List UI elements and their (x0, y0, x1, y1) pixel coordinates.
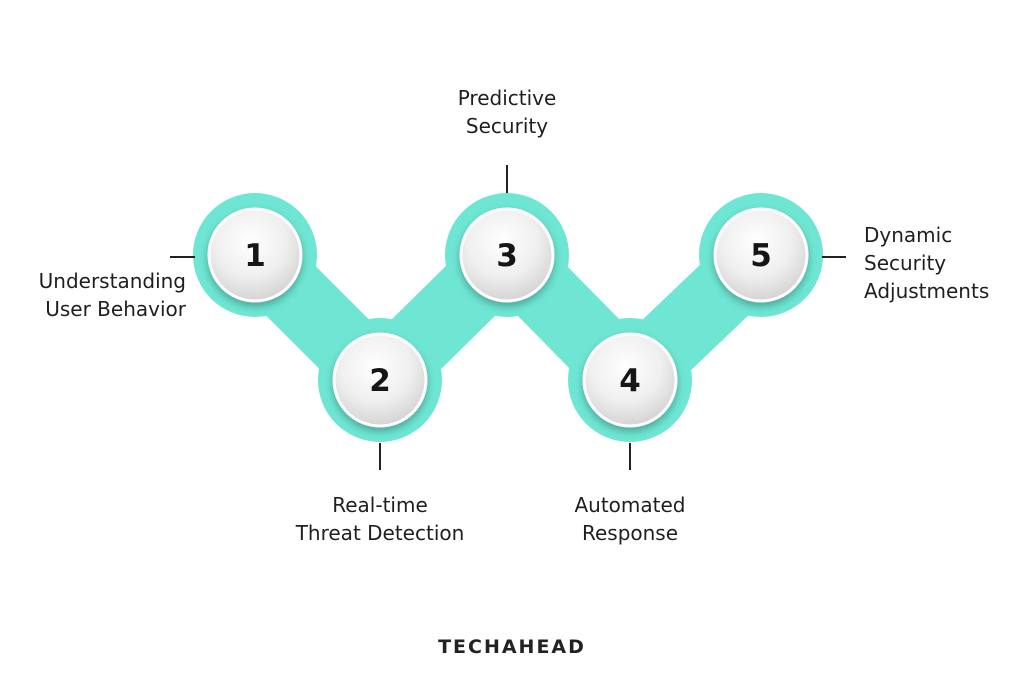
step-2-label: Real-time Threat Detection (270, 491, 490, 547)
step-3-label-line-1: Predictive (457, 86, 557, 110)
step-3-disc: 3 (459, 207, 555, 303)
step-1-label-line-1: Understanding (38, 269, 186, 293)
step-4-label-line-1: Automated (574, 493, 686, 517)
step-5-number: 5 (750, 238, 772, 274)
step-2-disc: 2 (332, 332, 428, 428)
step-5-disc: 5 (713, 207, 809, 303)
step-1-number: 1 (244, 238, 266, 274)
step-5-label: Dynamic Security Adjustments (864, 221, 1022, 305)
connector-lines (170, 165, 846, 470)
step-1-label-line-2: User Behavior (45, 297, 186, 321)
step-3-number: 3 (496, 238, 518, 274)
step-5-label-line-2: Security (864, 251, 947, 275)
step-2-number: 2 (369, 363, 391, 399)
step-4-disc: 4 (582, 332, 678, 428)
step-4-label: Automated Response (540, 491, 720, 547)
step-3-label-line-2: Security (465, 114, 549, 138)
step-4-number: 4 (619, 363, 641, 399)
step-5-label-line-3: Adjustments (864, 279, 990, 303)
step-3-label: Predictive Security (420, 84, 594, 140)
brand-logo: TECHAHEAD (438, 636, 586, 658)
step-1-disc: 1 (207, 207, 303, 303)
step-2-label-line-2: Threat Detection (295, 521, 465, 545)
step-4-label-line-2: Response (581, 521, 679, 545)
step-2-label-line-1: Real-time (332, 493, 428, 517)
step-1-label: Understanding User Behavior (0, 267, 186, 323)
step-5-label-line-1: Dynamic (864, 223, 953, 247)
